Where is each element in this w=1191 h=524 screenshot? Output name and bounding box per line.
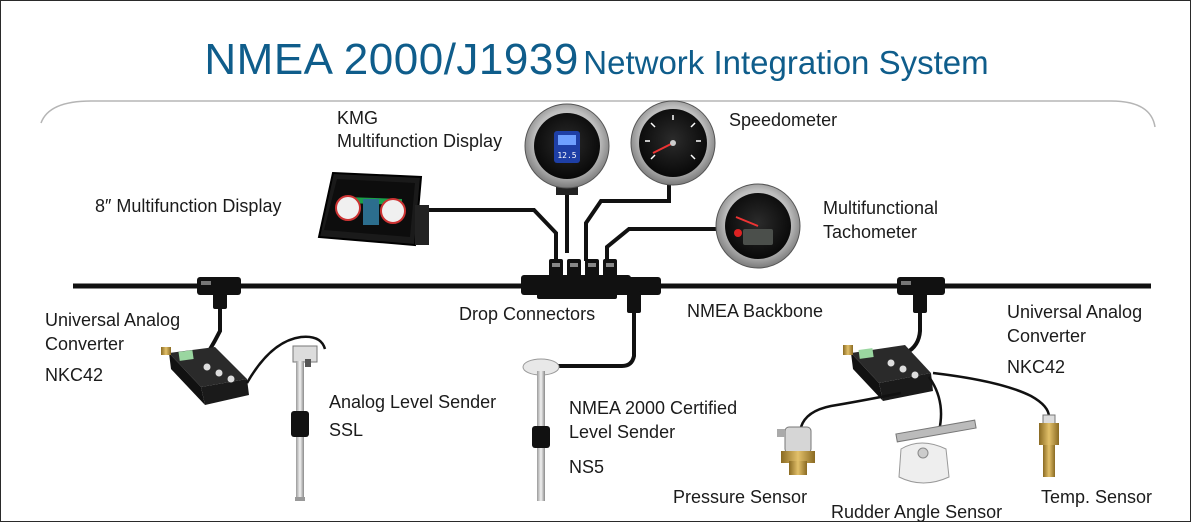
label-uac-left-line1: Universal Analog bbox=[45, 310, 181, 330]
label-kmg-title: KMG bbox=[337, 108, 379, 128]
title-sub: Network Integration System bbox=[583, 44, 989, 81]
pressure-sensor-device bbox=[777, 426, 815, 475]
label-uac-left-model: NKC42 bbox=[45, 365, 104, 385]
label-uac-right-line1: Universal Analog bbox=[1007, 302, 1143, 322]
display-8in-device bbox=[317, 171, 429, 247]
label-ssl-line1: Analog Level Sender bbox=[329, 392, 497, 412]
label-8in-display: 8″ Multifunction Display bbox=[95, 196, 282, 216]
label-kmg-subtitle: Multifunction Display bbox=[337, 131, 503, 151]
tachometer-device bbox=[715, 183, 801, 269]
label-temp-sensor: Temp. Sensor bbox=[1041, 487, 1153, 507]
label-uac-right-model: NKC42 bbox=[1007, 357, 1066, 377]
label-tacho-line1: Multifunctional bbox=[823, 198, 939, 218]
label-ns5-model: NS5 bbox=[569, 457, 605, 477]
label-drop-connectors: Drop Connectors bbox=[459, 304, 596, 324]
t-connector-middle bbox=[617, 277, 661, 313]
label-ssl-model: SSL bbox=[329, 420, 364, 440]
label-rudder-sensor: Rudder Angle Sensor bbox=[831, 502, 1003, 522]
temp-sensor-device bbox=[1039, 414, 1059, 477]
converter-left-device bbox=[161, 335, 327, 405]
t-connector-right bbox=[897, 277, 945, 313]
label-uac-right-line2: Converter bbox=[1007, 326, 1087, 346]
t-connector-left bbox=[197, 277, 241, 309]
diagram-title: NMEA 2000/J1939 Network Integration Syst… bbox=[1, 35, 1191, 85]
label-uac-left-line2: Converter bbox=[45, 334, 125, 354]
label-nmea-backbone: NMEA Backbone bbox=[687, 301, 824, 321]
title-main: NMEA 2000/J1939 bbox=[204, 35, 579, 84]
label-ns5-line1: NMEA 2000 Certified bbox=[569, 398, 738, 418]
label-ns5-line2: Level Sender bbox=[569, 422, 676, 442]
speedometer-device bbox=[630, 100, 716, 186]
drop-cables bbox=[428, 179, 719, 261]
ns5-level-sender-device bbox=[522, 358, 560, 501]
label-tacho-line2: Tachometer bbox=[823, 222, 918, 242]
converter-right-device bbox=[843, 345, 933, 401]
ssl-level-sender-device bbox=[291, 345, 318, 501]
svg-text:12.5: 12.5 bbox=[557, 151, 576, 160]
rudder-sensor-device bbox=[895, 419, 977, 484]
label-speedometer: Speedometer bbox=[729, 110, 838, 130]
kmg-display-device: 12.5 bbox=[524, 103, 610, 195]
drop-connectors bbox=[521, 259, 631, 299]
header-arc bbox=[40, 100, 1156, 128]
label-pressure-sensor: Pressure Sensor bbox=[673, 487, 808, 507]
